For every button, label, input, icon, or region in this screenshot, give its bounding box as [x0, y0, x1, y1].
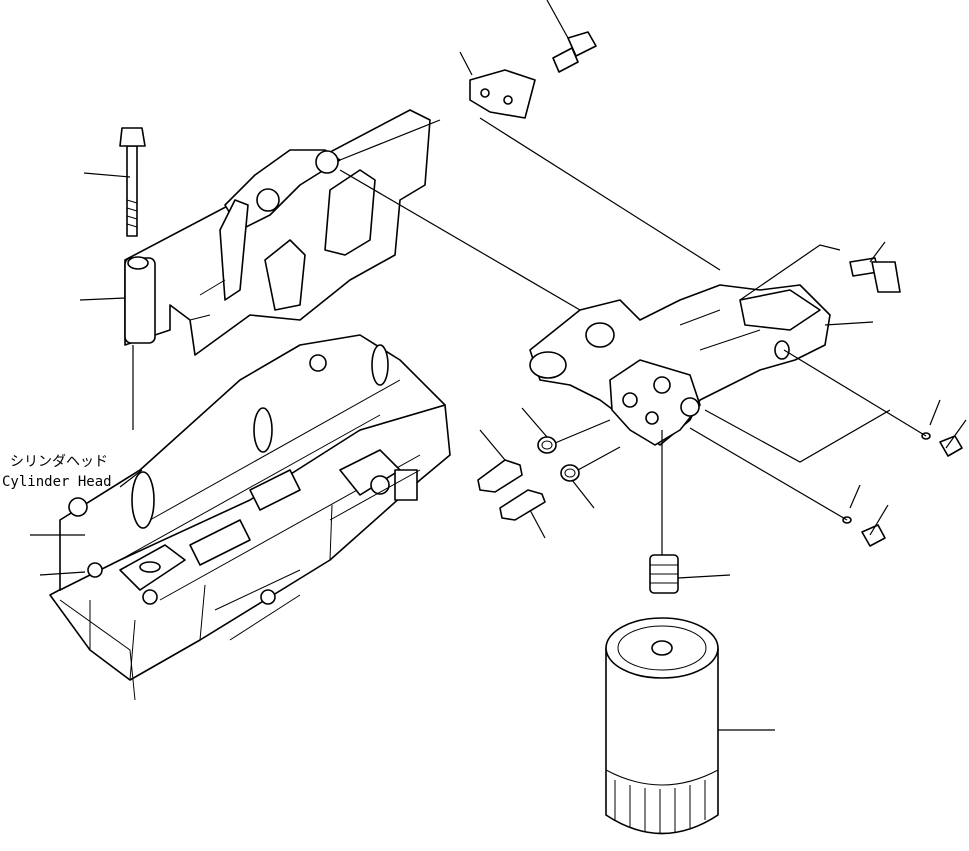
leader-lines — [30, 0, 967, 731]
cylinder-head-drawing — [49, 334, 451, 701]
filter-head-drawing — [529, 284, 831, 446]
small-parts-drawing — [119, 31, 963, 594]
oil-filter-drawing — [605, 617, 719, 835]
bracket-drawing — [124, 109, 431, 356]
cylinder-head-jp-label: シリンダヘッド — [10, 454, 108, 470]
cylinder-head-en-label: Cylinder Head — [2, 474, 112, 490]
